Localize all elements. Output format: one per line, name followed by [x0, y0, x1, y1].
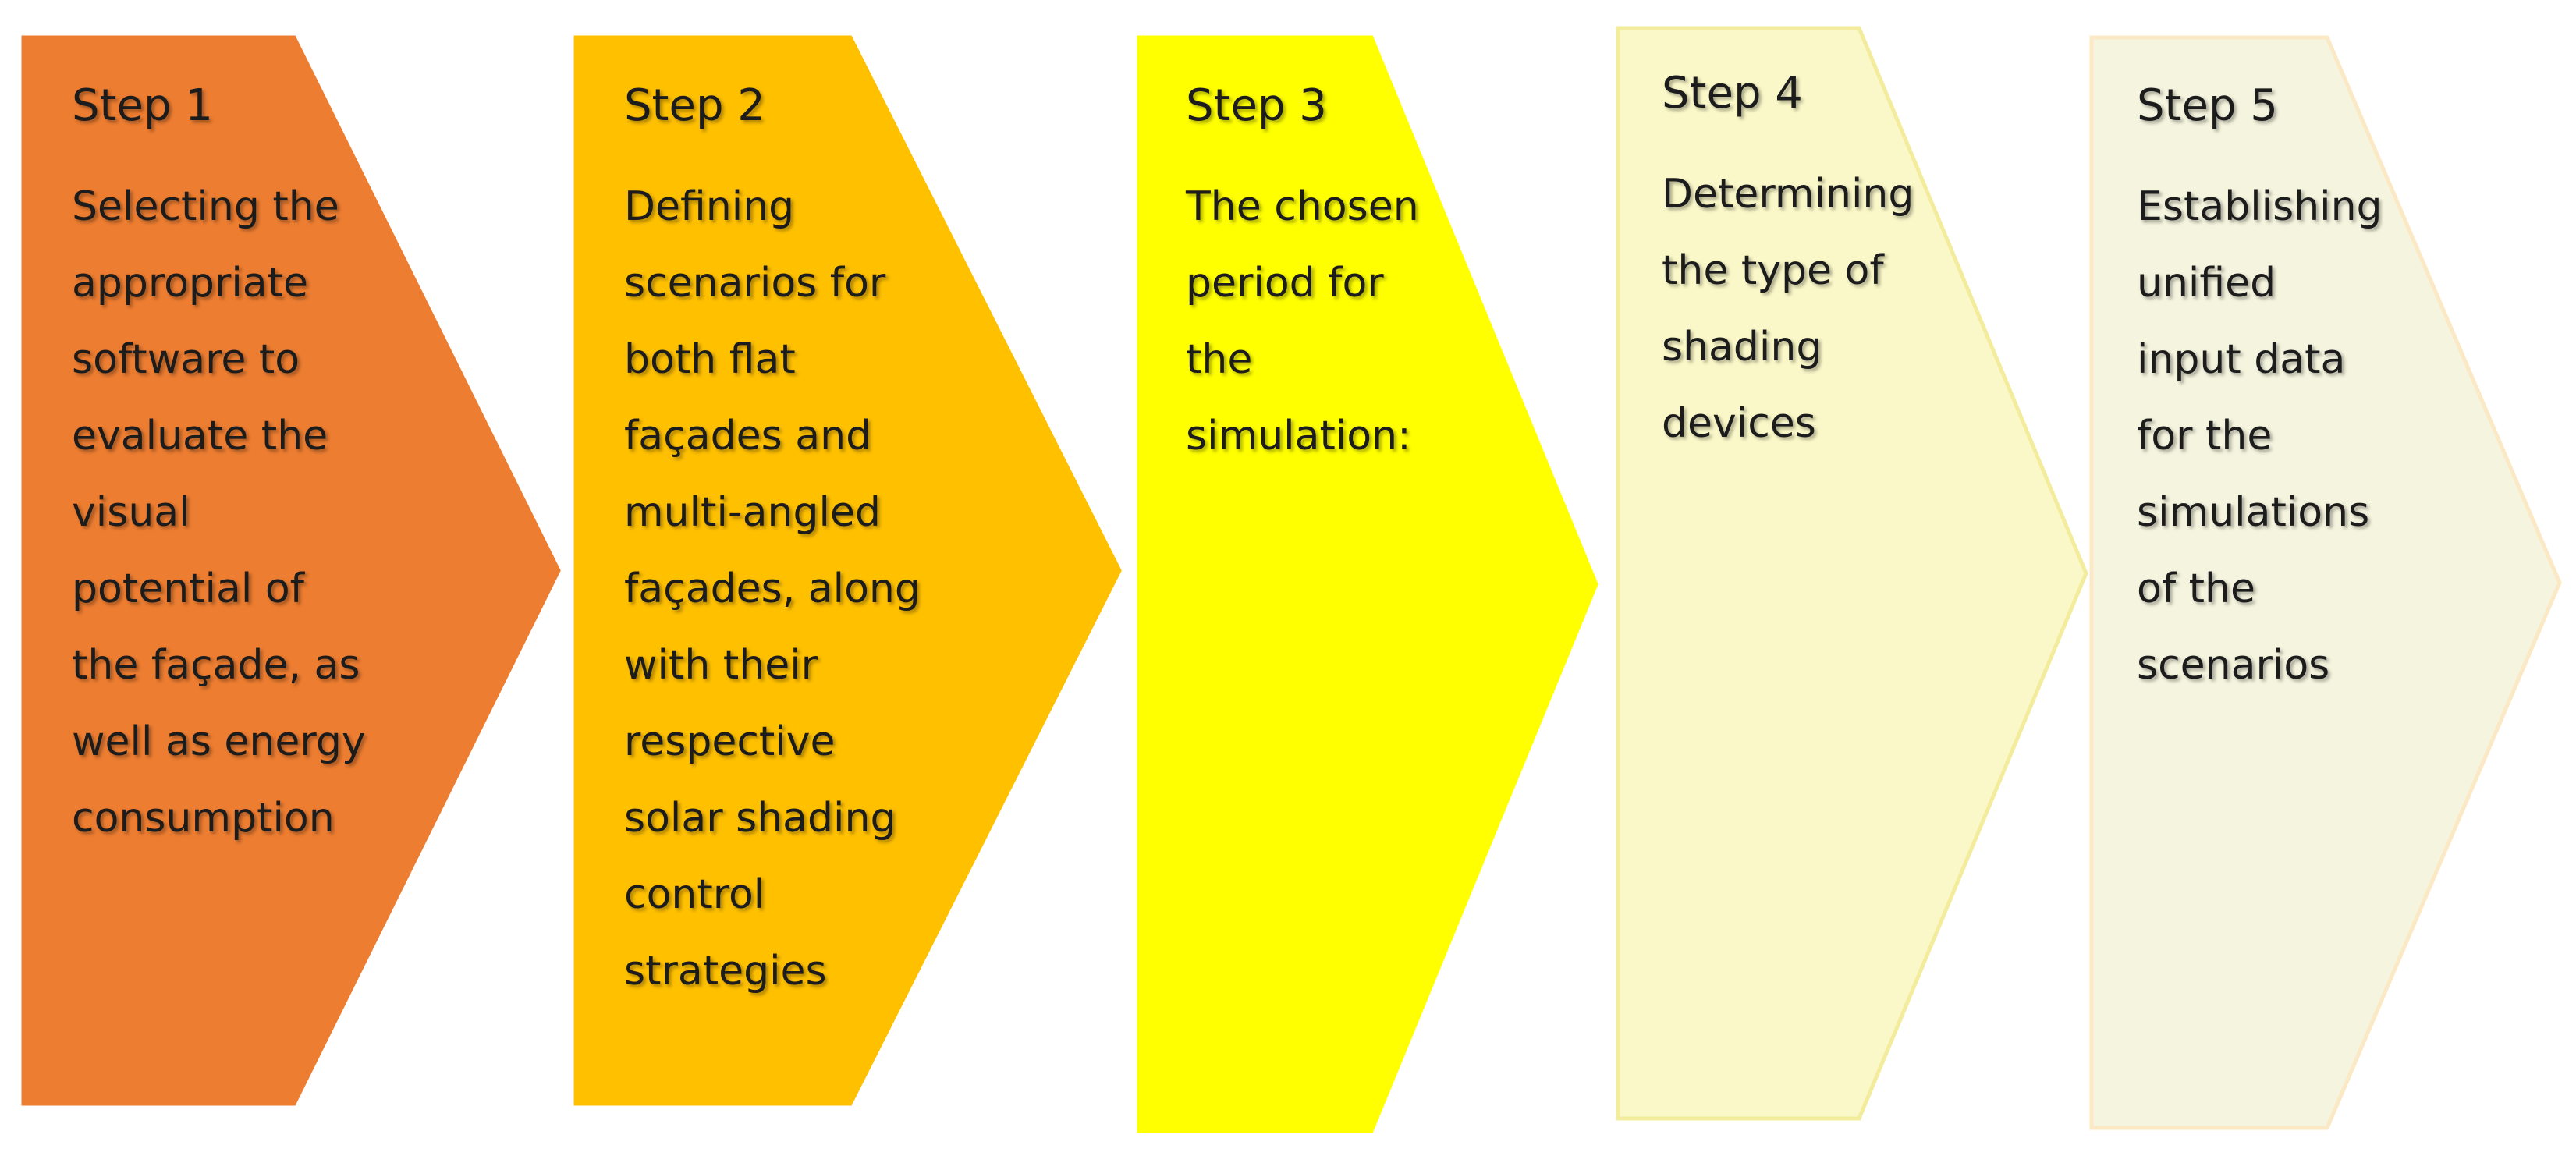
step-4-description: Determining the type of shading devices — [1662, 156, 1914, 462]
step-5-title: Step 5 — [2137, 80, 2278, 131]
step-5-description-line: simulations — [2137, 489, 2370, 536]
step-4-description-line: devices — [1662, 400, 1816, 447]
step-4-title: Step 4 — [1662, 68, 1803, 119]
step-4-description-line: Determining — [1662, 171, 1914, 218]
step-5: Step 5 Establishing unified input data for t… — [2089, 35, 2562, 1130]
step-2: Step 2 Defining scenarios for both flat faça… — [573, 35, 1122, 1106]
step-1-description-line: potential of — [72, 566, 304, 612]
step-5-description-line: for the — [2137, 413, 2273, 459]
step-5-description-line: input data — [2137, 336, 2346, 383]
step-2-description: Defining scenarios for both flat façades an… — [624, 168, 921, 1009]
step-2-description-line: façades, along — [624, 566, 921, 612]
step-1-description-line: appropriate — [72, 260, 309, 307]
step-2-description-line: façades and — [624, 413, 872, 459]
step-5-description-line: scenarios — [2137, 642, 2330, 689]
step-3: Step 3 The chosen period for the simulation: — [1137, 35, 1598, 1133]
step-2-description-line: control — [624, 871, 765, 918]
step-2-description-line: Defining — [624, 183, 795, 230]
step-1: Step 1 Selecting the appropriate software t… — [21, 35, 561, 1106]
step-3-description-line: the — [1186, 336, 1253, 383]
step-2-description-line: multi-angled — [624, 489, 881, 536]
step-3-title: Step 3 — [1186, 80, 1327, 131]
step-3-description-line: period for — [1186, 260, 1384, 307]
step-1-chevron-shape — [21, 35, 561, 1106]
step-3-description-line: simulation: — [1186, 413, 1411, 459]
step-2-description-line: solar shading — [624, 795, 896, 842]
step-4-chevron-shape — [1616, 26, 2088, 1121]
step-3-chevron-shape — [1137, 35, 1598, 1133]
step-4-description-line: shading — [1662, 324, 1822, 371]
step-2-title: Step 2 — [624, 80, 765, 131]
step-2-description-line: both flat — [624, 336, 796, 383]
step-2-description-line: strategies — [624, 948, 827, 995]
step-1-description-line: the façade, as — [72, 642, 360, 689]
step-1-description-line: Selecting the — [72, 183, 339, 230]
step-5-description-line: unified — [2137, 260, 2276, 307]
step-5-description-line: Establishing — [2137, 183, 2383, 230]
step-1-description: Selecting the appropriate software to evalu… — [72, 168, 366, 856]
step-4: Step 4 Determining the type of shading devic… — [1616, 26, 2088, 1121]
step-1-description-line: consumption — [72, 795, 335, 842]
step-1-description-line: visual — [72, 489, 190, 536]
step-2-chevron — [573, 35, 1122, 1106]
step-3-description-line: The chosen — [1186, 183, 1419, 230]
step-5-description: Establishing unified input data for the simu… — [2137, 168, 2383, 704]
step-5-chevron-shape — [2089, 35, 2562, 1130]
step-1-description-line: evaluate the — [72, 413, 328, 459]
step-1-description-line: well as energy — [72, 718, 366, 765]
step-5-chevron — [2089, 35, 2562, 1130]
step-3-description: The chosen period for the simulation: — [1186, 168, 1419, 474]
step-5-description-line: of the — [2137, 566, 2255, 612]
step-4-description-line: the type of — [1662, 247, 1884, 294]
step-2-description-line: with their — [624, 642, 818, 689]
step-2-description-line: respective — [624, 718, 836, 765]
step-1-title: Step 1 — [72, 80, 213, 131]
step-1-chevron — [21, 35, 561, 1106]
step-4-chevron — [1616, 26, 2088, 1121]
step-2-chevron-shape — [573, 35, 1122, 1106]
step-3-chevron — [1137, 35, 1598, 1133]
step-1-description-line: software to — [72, 336, 300, 383]
step-2-description-line: scenarios for — [624, 260, 886, 307]
